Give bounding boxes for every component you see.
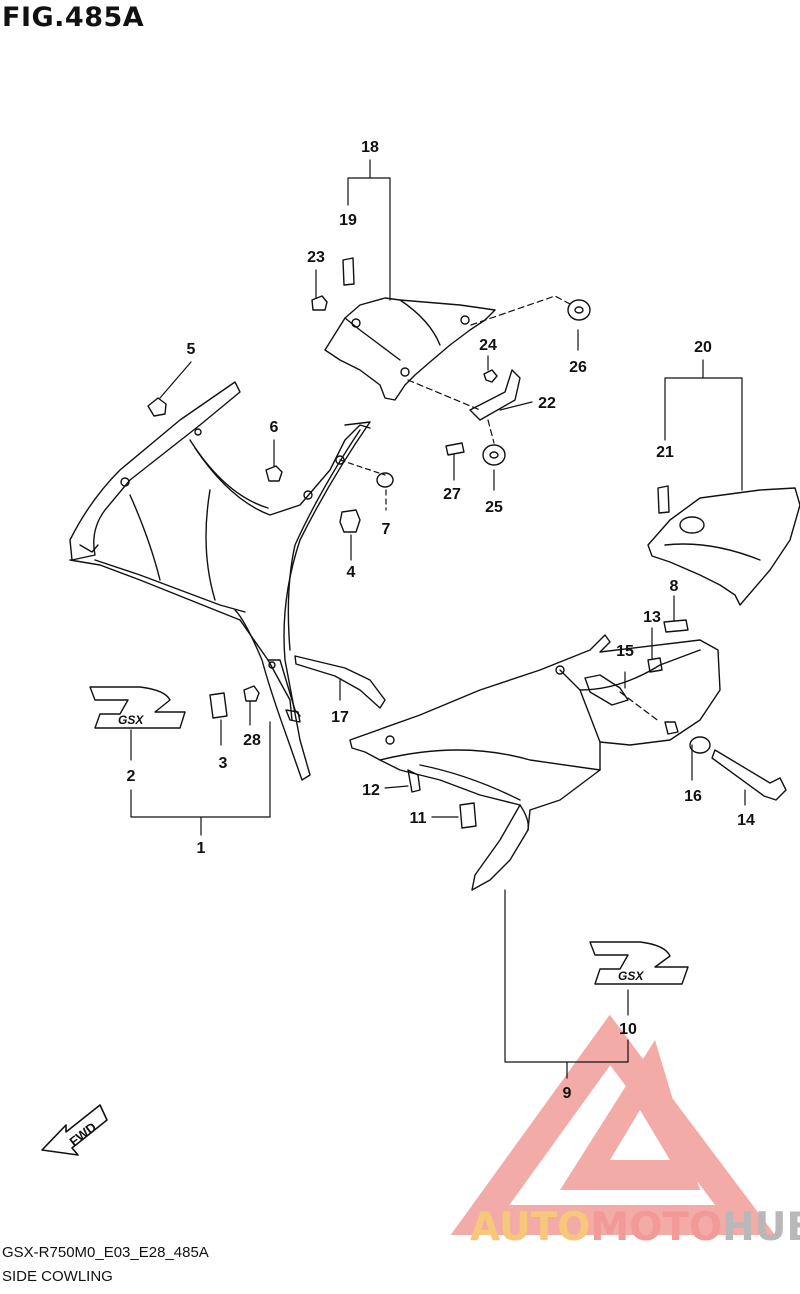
gsxr-badge-part-10	[589, 941, 689, 985]
callout-13: 13	[643, 609, 661, 626]
callout-6: 6	[270, 419, 279, 436]
watermark-logo	[450, 1014, 775, 1235]
callout-22: 22	[538, 395, 556, 412]
callout-28: 28	[243, 732, 261, 749]
callout-19: 19	[339, 212, 357, 229]
figure-title: FIG.485A	[2, 2, 145, 33]
gsxr-badge-10-text: GSX	[618, 969, 644, 983]
callout-25: 25	[485, 499, 503, 516]
figure-name: SIDE COWLING	[2, 1268, 113, 1285]
inner-panel-part-18	[324, 297, 496, 401]
callout-20: 20	[694, 339, 712, 356]
watermark-hub: HUB	[722, 1205, 800, 1250]
callout-3: 3	[219, 755, 228, 772]
watermark-auto: AUTO	[470, 1205, 591, 1250]
figure-code: GSX-R750M0_E03_E28_485A	[2, 1244, 209, 1261]
callout-1: 1	[197, 840, 206, 857]
callout-11: 11	[410, 810, 427, 827]
callout-16: 16	[684, 788, 702, 805]
callout-27: 27	[443, 486, 461, 503]
gsxr-badge-2-text: GSX	[118, 713, 144, 727]
gsxr-badge-part-2	[89, 686, 186, 729]
callout-24: 24	[479, 337, 497, 354]
watermark-text: AUTOMOTOHUB	[470, 1205, 800, 1250]
callout-21: 21	[656, 444, 674, 461]
side-panel-part-20	[647, 487, 800, 606]
callout-26: 26	[569, 359, 587, 376]
callout-15: 15	[616, 643, 634, 660]
callout-numbers: 18 19 23 5 6 24 26 20 22 7 27 25 4 21 8 …	[127, 139, 755, 1102]
callout-8: 8	[670, 578, 679, 595]
side-cowling-part	[349, 634, 721, 891]
callout-17: 17	[331, 709, 349, 726]
fwd-arrow-icon	[41, 1104, 108, 1156]
callout-4: 4	[347, 564, 356, 581]
callout-5: 5	[187, 341, 196, 358]
front-cowling-part	[69, 381, 371, 781]
callout-23: 23	[307, 249, 325, 266]
callout-7: 7	[382, 521, 391, 538]
callout-2: 2	[127, 768, 136, 785]
callout-10: 10	[619, 1021, 637, 1038]
watermark-moto: MOTO	[590, 1205, 723, 1250]
callout-12: 12	[362, 782, 380, 799]
hardware-parts	[147, 257, 787, 829]
bracket-part-22	[469, 369, 521, 421]
leader-lines	[130, 159, 746, 1079]
callout-14: 14	[737, 812, 755, 829]
bracket-part-17	[294, 655, 386, 709]
callout-18: 18	[361, 139, 379, 156]
callout-9: 9	[563, 1085, 572, 1102]
